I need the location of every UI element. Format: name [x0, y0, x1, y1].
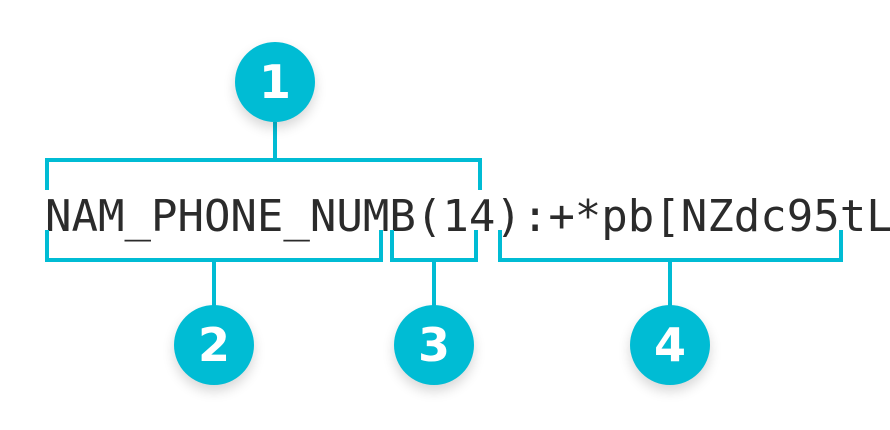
code-string: NAM_PHONE_NUMB(14):+*pb[NZdc95tLB — [45, 191, 890, 242]
stem-callout-1 — [273, 122, 277, 160]
stem-callout-2 — [212, 258, 216, 308]
stem-callout-4 — [668, 258, 672, 308]
bracket-callout-1 — [45, 158, 482, 190]
badge-callout-1[interactable]: 1 — [235, 42, 315, 122]
badge-callout-2[interactable]: 2 — [174, 305, 254, 385]
badge-callout-4[interactable]: 4 — [630, 305, 710, 385]
badge-callout-3[interactable]: 3 — [394, 305, 474, 385]
stem-callout-3 — [432, 258, 436, 308]
